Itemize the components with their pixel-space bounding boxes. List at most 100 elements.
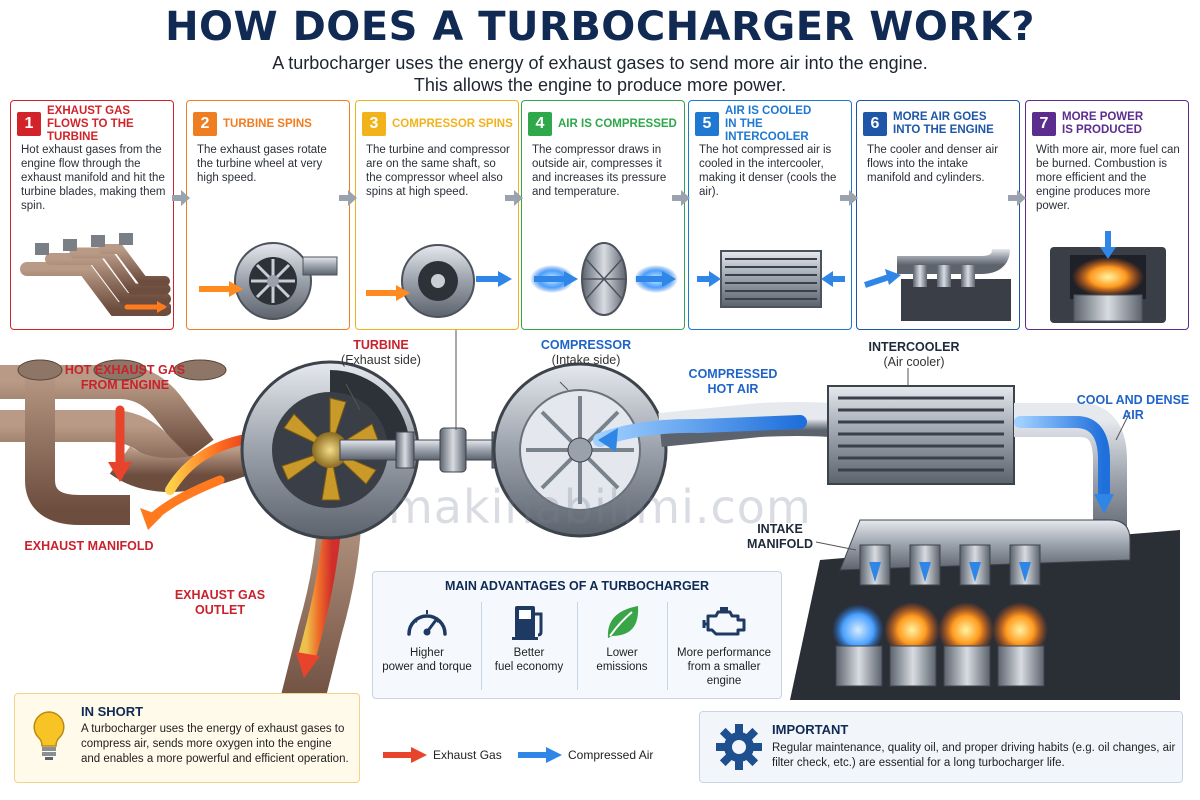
step-header: 7 MORE POWER IS PRODUCED [1032, 107, 1184, 141]
step-number: 1 [17, 112, 41, 136]
step-number: 6 [863, 112, 887, 136]
step-title: AIR IS COMPRESSED [558, 117, 677, 130]
step-arrow-icon [505, 190, 523, 206]
step-number: 7 [1032, 112, 1056, 136]
step-card-2: 2 TURBINE SPINS The exhaust gases rotate… [186, 100, 350, 330]
speedometer-icon [407, 610, 447, 636]
advantage-label: More performance from a smaller engine [677, 647, 771, 687]
step-title: TURBINE SPINS [223, 117, 312, 130]
step-card-3: 3 COMPRESSOR SPINS The turbine and compr… [355, 100, 519, 330]
important-box: IMPORTANT Regular maintenance, quality o… [699, 711, 1183, 783]
blue-arrow-icon [518, 747, 562, 763]
advantage-label: Better fuel economy [494, 647, 564, 673]
step-number: 5 [695, 112, 719, 136]
leaf-icon [607, 606, 639, 638]
step-card-1: 1 EXHAUST GAS FLOWS TO THE TURBINE Hot e… [10, 100, 174, 330]
step-text: The turbine and compressor are on the sa… [366, 144, 510, 198]
exhaust-manifold-label: EXHAUST MANIFOLD [24, 539, 154, 553]
subtitle-line-2: This allows the engine to produce more p… [413, 75, 787, 95]
intercooler-icon [697, 250, 845, 308]
exhaust-manifold-icon [20, 233, 171, 316]
intake-manifold-label: INTAKE MANIFOLD [747, 522, 813, 551]
intercooler-drawing [827, 385, 1015, 485]
important-title: IMPORTANT [772, 722, 849, 737]
page-title: HOW DOES A TURBOCHARGER WORK? [165, 4, 1035, 50]
compressor-wheel-icon [530, 242, 678, 316]
cool-dense-air-label: COOL AND DENSE AIR [1076, 393, 1190, 422]
step-arrow-icon [339, 190, 357, 206]
step-text: The compressor draws in outside air, com… [532, 144, 667, 198]
step-text: The hot compressed air is cooled in the … [699, 144, 837, 198]
hot-exhaust-label: HOT EXHAUST GAS FROM ENGINE [64, 363, 186, 392]
step-header: 2 TURBINE SPINS [193, 107, 345, 141]
turbine-label-sub: (Exhaust side) [341, 353, 421, 367]
gear-icon [716, 724, 762, 770]
step-title: MORE POWER IS PRODUCED [1062, 111, 1144, 136]
advantages-box: MAIN ADVANTAGES OF A TURBOCHARGER Higher… [372, 571, 782, 699]
intercooler-label-title: INTERCOOLER [868, 340, 960, 354]
step-number: 2 [193, 112, 217, 136]
fuel-pump-icon [512, 606, 543, 640]
lightbulb-icon [33, 711, 65, 760]
step-text: The cooler and denser air flows into the… [867, 144, 999, 184]
turbocharger-diagram [0, 330, 1180, 710]
step-number: 3 [362, 112, 386, 136]
in-short-box: IN SHORT A turbocharger uses the energy … [14, 693, 360, 783]
advantage-item: Higher power and torque [379, 602, 475, 692]
divider [577, 602, 578, 690]
turbine-housing-drawing [240, 360, 420, 540]
step-text: The exhaust gases rotate the turbine whe… [197, 144, 327, 184]
advantage-label: Higher power and torque [382, 647, 472, 673]
intercooler-label-sub: (Air cooler) [883, 355, 945, 369]
step-header: 5 AIR IS COOLED IN THE INTERCOOLER [695, 104, 847, 143]
advantage-item: Better fuel economy [481, 602, 577, 692]
step-header: 1 EXHAUST GAS FLOWS TO THE TURBINE [17, 104, 169, 143]
step-card-7: 7 MORE POWER IS PRODUCED With more air, … [1025, 100, 1189, 330]
step-arrow-icon [172, 190, 190, 206]
advantages-title: MAIN ADVANTAGES OF A TURBOCHARGER [444, 579, 710, 593]
step-title: EXHAUST GAS FLOWS TO THE TURBINE [47, 104, 134, 143]
engine-block-drawing [790, 519, 1180, 700]
compressor-label-title: COMPRESSOR [540, 338, 632, 352]
step-title: MORE AIR GOES INTO THE ENGINE [893, 111, 994, 136]
step-card-4: 4 AIR IS COMPRESSED The compressor draws… [521, 100, 685, 330]
legend-exhaust-label: Exhaust Gas [433, 748, 502, 762]
step-text: With more air, more fuel can be burned. … [1036, 144, 1180, 212]
turbine-wheel-icon [199, 242, 338, 320]
step-title: COMPRESSOR SPINS [392, 117, 513, 130]
advantage-item: Lower emissions [577, 602, 667, 692]
compressed-hot-air-label: COMPRESSED HOT AIR [688, 367, 778, 396]
step-card-5: 5 AIR IS COOLED IN THE INTERCOOLER The h… [688, 100, 852, 330]
divider [667, 602, 668, 690]
step-header: 3 COMPRESSOR SPINS [362, 107, 514, 141]
step-arrow-icon [840, 190, 858, 206]
intake-manifold-icon [864, 248, 1011, 321]
exhaust-outlet-label: EXHAUST GAS OUTLET [174, 588, 266, 617]
legend-compressed: Compressed Air [518, 746, 653, 764]
legend-compressed-label: Compressed Air [568, 748, 654, 762]
engine-icon [702, 607, 746, 636]
in-short-title: IN SHORT [81, 704, 144, 719]
important-text: Regular maintenance, quality oil, and pr… [772, 742, 1176, 769]
advantage-label: Lower emissions [596, 647, 648, 673]
divider [481, 602, 482, 690]
step-number: 4 [528, 112, 552, 136]
legend-exhaust: Exhaust Gas [383, 746, 502, 764]
step-title: AIR IS COOLED IN THE INTERCOOLER [725, 104, 812, 143]
in-short-text: A turbocharger uses the energy of exhaus… [81, 723, 349, 765]
step-text: Hot exhaust gases from the engine flow t… [21, 144, 166, 212]
step-header: 6 MORE AIR GOES INTO THE ENGINE [863, 107, 1015, 141]
turbo-shaft-icon [366, 244, 512, 318]
step-header: 4 AIR IS COMPRESSED [528, 107, 680, 141]
watermark: makinabilimi.com [388, 480, 812, 534]
step-arrow-icon [1008, 190, 1026, 206]
intercooler-label: INTERCOOLER (Air cooler) [856, 340, 972, 370]
compressor-label: COMPRESSOR (Intake side) [526, 338, 646, 368]
advantage-item: More performance from a smaller engine [669, 602, 779, 692]
cylinder-combustion-icon [1050, 231, 1166, 323]
subtitle-line-1: A turbocharger uses the energy of exhaus… [272, 53, 928, 73]
red-arrow-icon [383, 747, 427, 763]
page-subtitle: A turbocharger uses the energy of exhaus… [0, 52, 1200, 96]
turbine-label: TURBINE (Exhaust side) [316, 338, 446, 368]
compressor-label-sub: (Intake side) [551, 353, 621, 367]
